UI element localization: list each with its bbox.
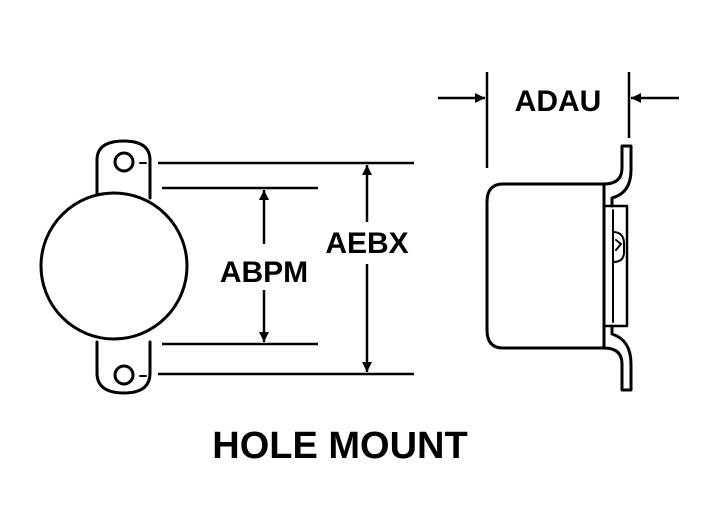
- upper-mounting-hole-icon: [115, 153, 133, 171]
- side-body: [487, 184, 604, 348]
- abpm-label: ABPM: [220, 256, 308, 289]
- caption-title: HOLE MOUNT: [212, 425, 467, 467]
- lower-mounting-hole-icon: [115, 366, 133, 384]
- front-view: [41, 141, 187, 393]
- round-body: [41, 193, 187, 339]
- upper-bracket-arm: [604, 146, 631, 206]
- lower-bracket-arm: [604, 326, 631, 390]
- aebx-label: AEBX: [325, 227, 408, 260]
- side-view: [487, 146, 631, 390]
- bracket-plate: [604, 206, 627, 326]
- adau-label: ADAU: [515, 85, 602, 118]
